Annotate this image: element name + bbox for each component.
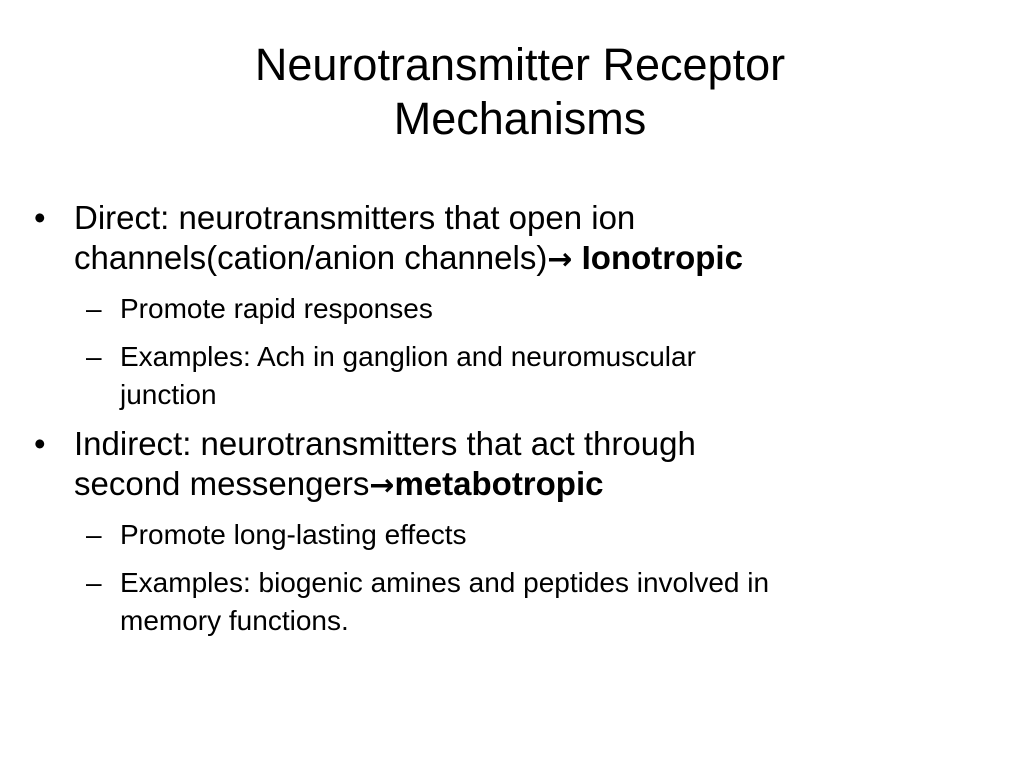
subbullet-ach-examples-line-1: Examples: Ach in ganglion and neuromuscu… (120, 341, 696, 372)
bullet-marker: • (34, 199, 46, 236)
bullet-indirect-term: metabotropic (394, 465, 604, 502)
bullet-marker: • (34, 425, 46, 462)
subbullet-marker: – (86, 293, 102, 324)
bullet-indirect-text-line-1: Indirect: neurotransmitters that act thr… (74, 425, 696, 462)
slide-title-line-2: Mechanisms (393, 93, 647, 144)
subbullet-rapid-responses: – Promote rapid responses (34, 290, 974, 328)
subbullet-amines-examples-line-2: memory functions. (120, 605, 349, 636)
bullet-indirect: • Indirect: neurotransmitters that act t… (34, 424, 974, 506)
subbullet-ach-examples: – Examples: Ach in ganglion and neuromus… (34, 338, 974, 414)
subbullet-marker: – (86, 519, 102, 550)
subbullet-amines-examples-line-1: Examples: biogenic amines and peptides i… (120, 567, 770, 598)
slide-title: Neurotransmitter Receptor Mechanisms (120, 38, 920, 146)
bullet-indirect-text-line-2: second messengers (74, 465, 370, 502)
bullet-direct-term: Ionotropic (572, 239, 743, 276)
right-arrow-icon: → (547, 242, 573, 277)
subbullet-ach-examples-line-2: junction (120, 379, 217, 410)
subbullet-marker: – (86, 567, 102, 598)
right-arrow-icon: → (369, 468, 395, 503)
subbullet-long-lasting-text: Promote long-lasting effects (120, 519, 467, 550)
slide-body: • Direct: neurotransmitters that open io… (34, 198, 974, 648)
subbullet-long-lasting: – Promote long-lasting effects (34, 516, 974, 554)
subbullet-rapid-responses-text: Promote rapid responses (120, 293, 433, 324)
slide-title-line-1: Neurotransmitter Receptor (254, 39, 786, 90)
subbullet-marker: – (86, 341, 102, 372)
bullet-direct-text-line-1: Direct: neurotransmitters that open ion (74, 199, 636, 236)
subbullet-amines-examples: – Examples: biogenic amines and peptides… (34, 564, 974, 640)
bullet-direct-text-line-2: channels(cation/anion channels) (74, 239, 548, 276)
bullet-direct: • Direct: neurotransmitters that open io… (34, 198, 974, 280)
